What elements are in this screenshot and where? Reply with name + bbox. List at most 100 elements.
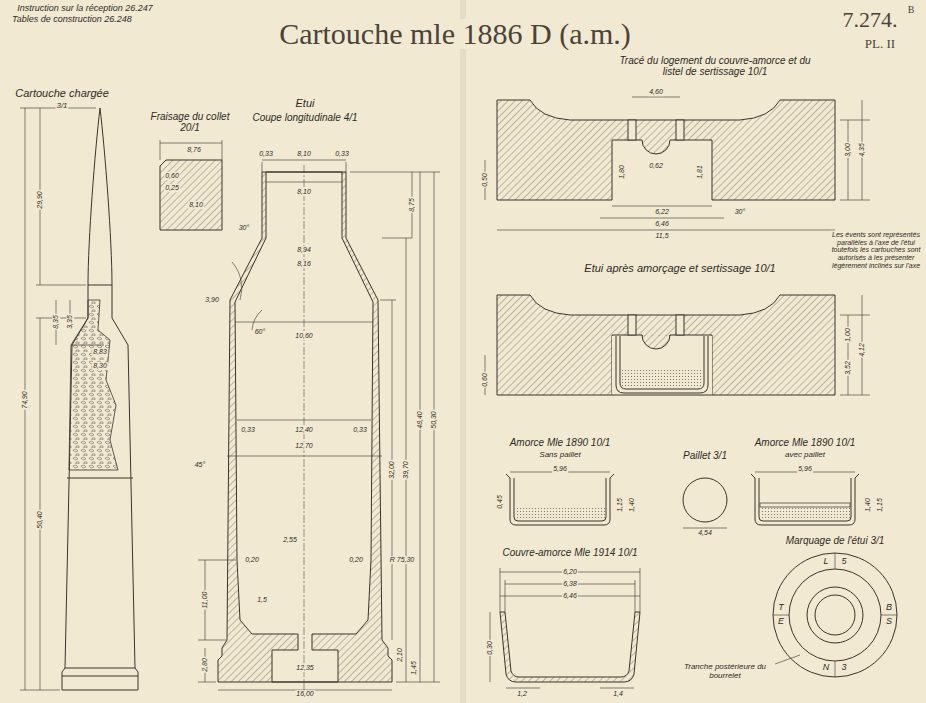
headstamp <box>773 615 789 616</box>
dimension-lines <box>497 230 835 231</box>
dimension-value: 2,10 <box>396 647 404 663</box>
primed-case-base <box>628 315 636 335</box>
dimension-value: 1,15 <box>616 497 624 513</box>
dimension-value: 60° <box>254 328 267 336</box>
dimension-value: 0,20 <box>348 556 364 564</box>
dimension-value: 0,45 <box>496 494 504 510</box>
drawing-label: Etui après amorçage et sertissage 10/1 <box>583 262 776 274</box>
dimension-value: 29,90 <box>36 190 44 210</box>
neck-chamfer-detail <box>160 140 161 160</box>
headstamp <box>815 595 855 635</box>
loaded-cartridge <box>67 478 133 479</box>
dimension-lines <box>635 580 636 612</box>
dimension-value: 1,4 <box>612 690 624 698</box>
dimension-lines <box>262 160 346 161</box>
dimension-lines <box>840 200 870 201</box>
dimension-value: 1,00 <box>844 327 852 343</box>
dimension-value: 11,5 <box>654 232 669 240</box>
drawing-label: Tracé du logement du couvre-amorce et du… <box>614 55 816 77</box>
loaded-cartridge <box>65 668 135 669</box>
dimension-value: 0,60 <box>481 372 489 388</box>
drawing-label: 5 <box>840 557 847 567</box>
dimension-value: 0,33 <box>240 426 256 434</box>
primer-without-disc <box>514 478 606 521</box>
dimension-value: 16,00 <box>295 690 315 698</box>
dimension-value: 0,33 <box>258 150 274 158</box>
dimension-lines <box>252 310 262 330</box>
loaded-cartridge <box>71 345 104 346</box>
dimension-value: 11,00 <box>201 591 209 610</box>
primed-case-base <box>612 336 712 395</box>
drawing-label: L <box>822 557 829 567</box>
dimension-value: 30° <box>734 208 747 216</box>
drawing-label: Couvre-amorce Mle 1914 10/1 <box>501 547 638 558</box>
drawing-label: Les évents sont représentés parallèles à… <box>830 231 922 269</box>
dimension-value: 8,10 <box>296 150 312 158</box>
dimension-lines <box>612 206 712 207</box>
primed-case-base <box>485 295 870 395</box>
drawing-label: E <box>777 617 785 627</box>
dimension-lines <box>198 560 236 561</box>
dimension-value: 1,15 <box>876 497 884 513</box>
drawing-label: 3/1 <box>55 102 68 111</box>
loaded-cartridge <box>69 300 118 470</box>
dimension-value: 8,10 <box>188 201 204 209</box>
dimension-value: 0,33 <box>352 426 368 434</box>
primed-case-base <box>612 395 712 396</box>
dimension-lines <box>840 315 870 316</box>
leader-line <box>775 655 800 664</box>
dimension-value: 32,00 <box>388 460 396 480</box>
dimension-lines <box>640 568 641 612</box>
dimension-lines <box>396 682 440 683</box>
dimension-value: R 75,30 <box>389 556 416 564</box>
dimension-value: 39,70 <box>402 460 410 480</box>
dimension-value: 3,52 <box>844 360 852 376</box>
dimension-value: 8,16 <box>296 260 312 268</box>
primer-with-disc <box>751 472 859 525</box>
primer-pocket-layout <box>628 120 636 140</box>
primed-case-base <box>616 336 708 393</box>
headstamp <box>807 587 863 643</box>
drawing-label: B <box>885 603 893 613</box>
drawing-label: avec paillet <box>784 451 826 460</box>
dimension-lines <box>198 640 226 641</box>
headstamp <box>881 615 897 616</box>
drawing-label: Paillet 3/1 <box>682 450 728 461</box>
dimension-value: 8,30 <box>92 362 108 370</box>
drawing-label: T <box>777 603 785 613</box>
dimension-value: 5,96 <box>552 465 568 473</box>
dimension-value: 12,70 <box>294 442 314 450</box>
dimension-lines <box>20 108 96 690</box>
dimension-lines <box>485 97 870 230</box>
dimension-lines <box>505 580 506 612</box>
dimension-lines <box>380 300 396 301</box>
primer-pocket-layout <box>485 97 870 230</box>
primer-pocket-layout <box>497 100 835 200</box>
dimension-lines <box>198 682 216 683</box>
primer-without-disc <box>506 472 614 525</box>
drawing-label: PL. II <box>864 37 896 51</box>
dimension-value: 2,55 <box>282 536 298 544</box>
case-section <box>218 172 392 682</box>
primer-with-disc <box>760 503 850 507</box>
headstamp <box>773 553 897 677</box>
dimension-value: 12,35 <box>295 664 315 672</box>
dimension-value: 8,10 <box>296 188 312 196</box>
loaded-cartridge <box>20 108 138 690</box>
headstamp <box>773 553 897 677</box>
primer-cover <box>500 612 640 682</box>
page-fold <box>460 0 466 703</box>
dimension-value: 0,33 <box>334 150 350 158</box>
dimension-lines <box>262 162 263 172</box>
loaded-cartridge <box>88 108 112 285</box>
primer-pocket-layout <box>676 120 684 140</box>
dimension-lines <box>198 160 440 690</box>
dimension-value: 1,81 <box>696 164 704 180</box>
drawing-label: Fraisage du collet 20/1 <box>149 111 231 133</box>
dimension-value: 3,00 <box>844 142 852 158</box>
dimension-lines <box>346 162 347 172</box>
dimension-lines <box>848 120 849 200</box>
dimension-lines <box>840 395 870 396</box>
dimension-value: 50,40 <box>36 510 44 530</box>
dimension-value: 74,90 <box>21 390 29 410</box>
